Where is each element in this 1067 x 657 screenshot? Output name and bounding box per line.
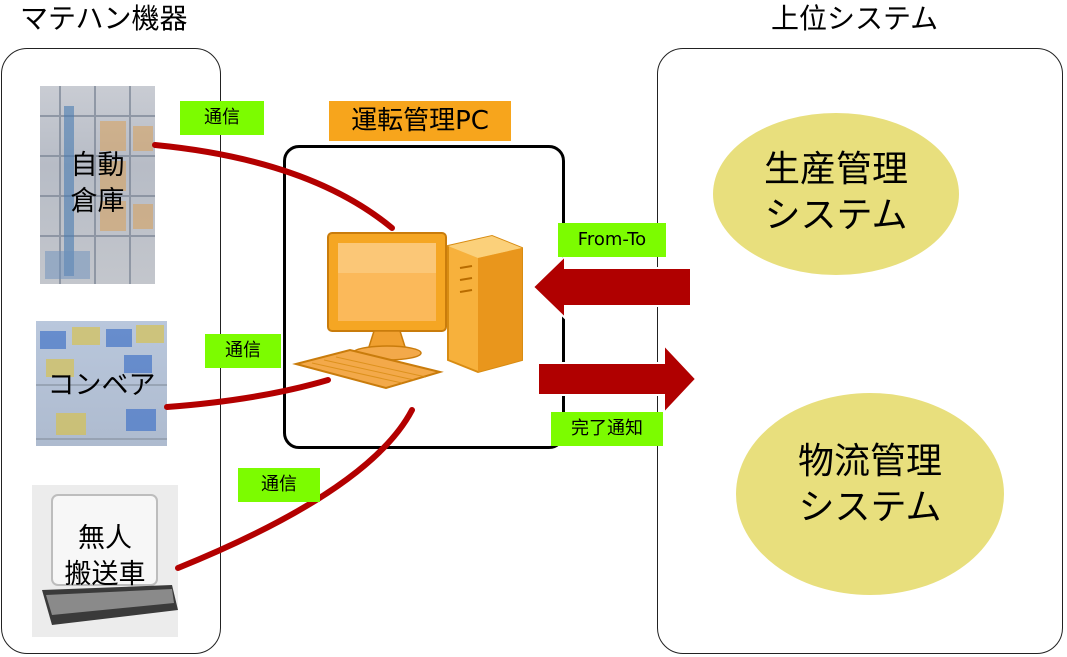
logistics-system-node: 物流管理 システム xyxy=(736,393,1004,595)
warehouse-label: 自動 倉庫 xyxy=(70,150,125,217)
from-to-arrow xyxy=(531,253,692,321)
agv-label: 無人 搬送車 xyxy=(64,523,146,590)
warehouse-rack-icon xyxy=(40,86,155,284)
logistics-system-line2: システム xyxy=(798,487,942,528)
production-system-node: 生産管理 システム xyxy=(713,113,959,275)
left-section-title: マテハン機器 xyxy=(20,2,188,35)
completion-arrow xyxy=(537,342,698,416)
warehouse-connector xyxy=(152,142,395,231)
from-to-tag: From-To xyxy=(558,223,666,257)
agv-image: 無人 搬送車 xyxy=(32,485,178,637)
conveyor-connector xyxy=(164,377,331,410)
conveyor-label: コンベア xyxy=(47,370,156,401)
completion-tag: 完了通知 xyxy=(551,412,663,446)
comm-tag-warehouse: 通信 xyxy=(180,101,264,135)
conveyor-image: コンベア xyxy=(36,321,167,446)
pc-title: 運転管理PC xyxy=(329,101,511,141)
right-section-title: 上位システム xyxy=(771,2,939,35)
comm-tag-conveyor: 通信 xyxy=(205,334,281,368)
agv-vehicle-icon xyxy=(42,494,178,625)
logistics-system-line1: 物流管理 xyxy=(797,441,942,482)
production-system-line2: システム xyxy=(764,195,908,236)
comm-tag-agv: 通信 xyxy=(238,468,320,502)
conveyor-boxes-icon xyxy=(36,325,167,440)
agv-connector xyxy=(175,407,415,571)
computer-icon xyxy=(292,232,523,390)
automated-warehouse-image: 自動 倉庫 xyxy=(40,86,155,284)
production-system-line1: 生産管理 xyxy=(763,149,908,190)
